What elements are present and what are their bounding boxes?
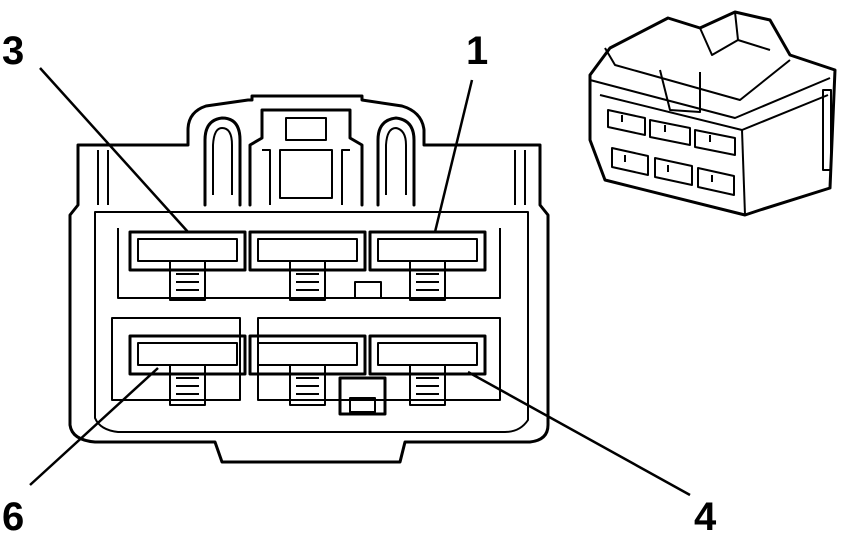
callout-label-1: 1 — [466, 29, 488, 73]
terminal-cavity-4 — [368, 334, 487, 406]
latch-left-ear — [203, 116, 242, 207]
callout-label-3: 3 — [2, 29, 24, 73]
connector-isometric-view — [588, 10, 837, 217]
bottom-lock-tab — [338, 376, 387, 416]
callout-label-6: 6 — [2, 495, 24, 536]
leader-line-4 — [467, 370, 691, 497]
leader-line-1 — [433, 79, 474, 233]
terminal-cavity-2 — [248, 230, 367, 301]
latch-center — [248, 108, 364, 207]
leader-line-3 — [39, 67, 189, 233]
leader-line-6 — [29, 367, 159, 486]
latch-right-ear — [376, 116, 416, 207]
center-lock-small — [354, 281, 382, 299]
connector-face-view — [68, 94, 550, 464]
callout-label-4: 4 — [694, 495, 717, 536]
connector-outer-body — [68, 94, 550, 464]
terminal-cavity-6 — [128, 334, 247, 406]
terminal-cavity-3 — [128, 230, 247, 301]
terminal-cavity-1 — [368, 230, 487, 301]
terminal-cavity-5 — [248, 334, 367, 406]
